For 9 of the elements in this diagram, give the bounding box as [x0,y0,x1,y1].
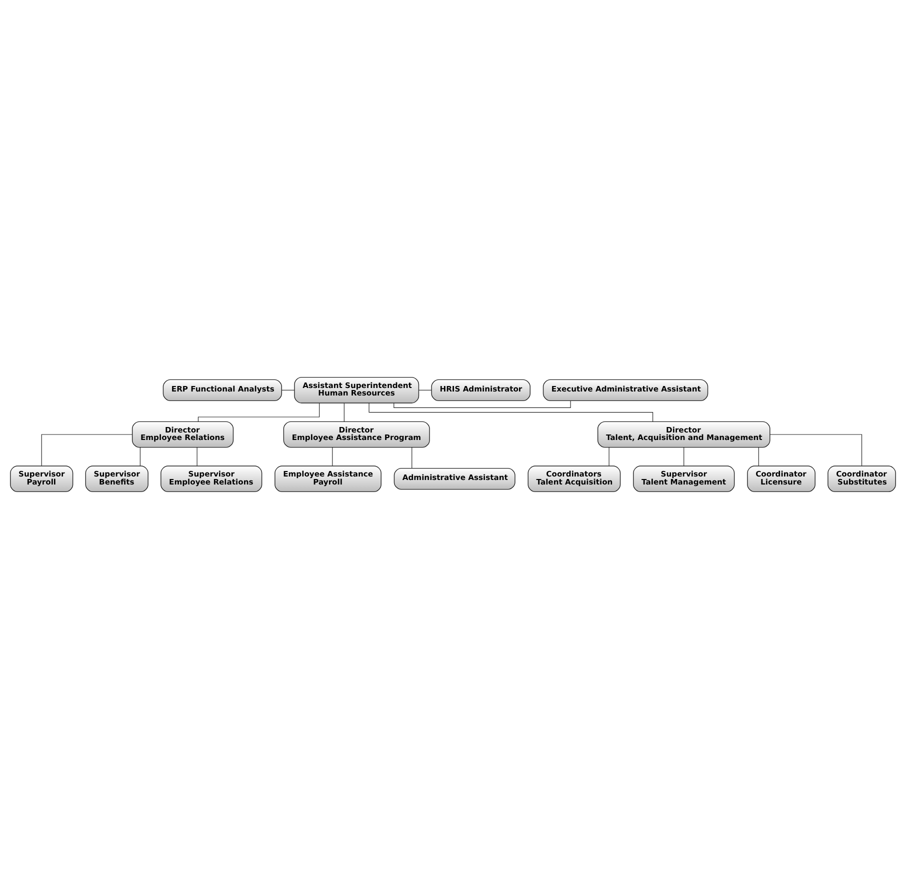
connector [608,447,610,466]
connector [332,447,333,466]
connector [758,447,759,466]
connector [196,447,198,466]
connector [41,434,132,466]
connector [394,400,571,408]
connector [368,402,654,422]
connector [770,434,862,466]
connector [198,402,320,422]
